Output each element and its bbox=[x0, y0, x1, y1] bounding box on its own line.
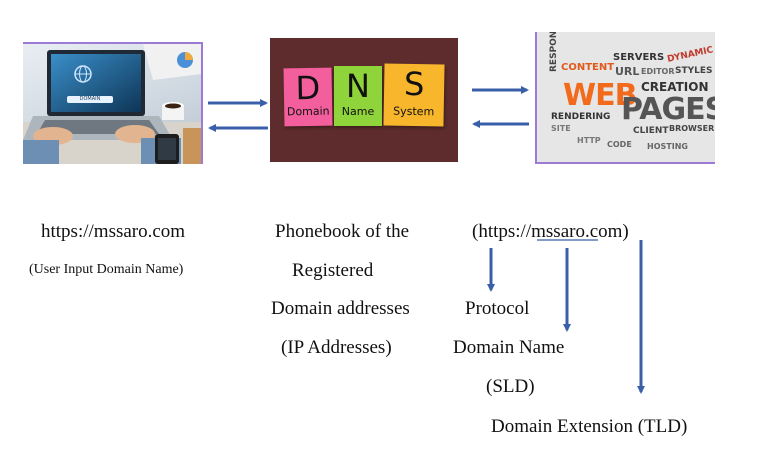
dns-note-label: Name bbox=[341, 105, 375, 118]
url-sld: mssaro bbox=[531, 221, 585, 242]
web-pages-word-cloud: RESPONSIVE CONTENT SERVERS DYNAMIC URL E… bbox=[535, 32, 715, 164]
word-cloud-word: HTTP bbox=[577, 136, 601, 145]
dns-desc-line1: Phonebook of the bbox=[275, 221, 410, 242]
laptop-user-image: DOMAIN bbox=[23, 42, 203, 164]
word-cloud-word: CLIENT bbox=[633, 126, 669, 136]
dns-desc-line2: Registered bbox=[292, 260, 374, 281]
word-cloud-word: CREATION bbox=[641, 80, 709, 94]
word-cloud-word: PAGES bbox=[621, 92, 715, 127]
dns-desc-line3: Domain addresses bbox=[271, 298, 410, 319]
protocol-label: Protocol bbox=[465, 298, 530, 319]
laptop-screen-label: DOMAIN bbox=[79, 96, 101, 102]
word-cloud-word: SERVERS bbox=[613, 52, 665, 63]
url-tld: .com) bbox=[584, 221, 629, 242]
dns-note-n: N Name bbox=[334, 66, 382, 126]
laptop-illustration bbox=[23, 44, 201, 164]
dns-desc-line4: (IP Addresses) bbox=[281, 337, 392, 358]
word-cloud-word: SITE bbox=[551, 124, 571, 133]
word-cloud-word: CODE bbox=[607, 140, 632, 149]
word-cloud-word: BROWSER bbox=[669, 124, 715, 133]
sld-label: (SLD) bbox=[486, 376, 535, 397]
word-cloud-word: URL bbox=[615, 65, 640, 78]
user-url-text: https://mssaro.com bbox=[41, 221, 186, 242]
word-cloud-word: RENDERING bbox=[551, 112, 611, 122]
domain-name-label: Domain Name bbox=[453, 337, 565, 358]
word-cloud-word: HOSTING bbox=[647, 142, 688, 151]
url-breakdown: (https://mssaro.com) bbox=[472, 221, 629, 243]
word-cloud-word: CONTENT bbox=[561, 62, 615, 73]
tld-label: Domain Extension (TLD) bbox=[491, 416, 688, 437]
url-prefix: (https:// bbox=[472, 221, 532, 242]
word-cloud-word: EDITOR bbox=[641, 67, 675, 76]
word-cloud-word: STYLES bbox=[675, 66, 713, 76]
word-cloud-word: WEB bbox=[563, 78, 637, 113]
user-caption-text: (User Input Domain Name) bbox=[29, 262, 184, 277]
dns-note-letter: N bbox=[346, 67, 370, 105]
dns-image: D Domain N Name S System bbox=[270, 38, 458, 162]
